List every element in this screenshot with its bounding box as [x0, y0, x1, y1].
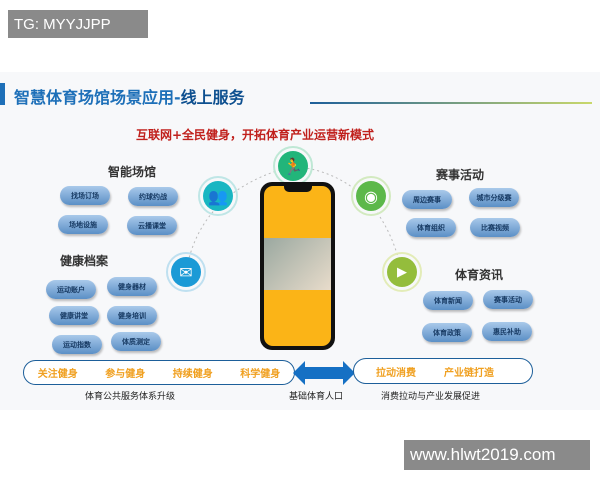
- slogan: 互联网+全民健身，开拓体育产业运营新模式: [136, 128, 375, 142]
- icon-ring: [198, 176, 238, 216]
- right-caption: 消费拉动与产业发展促进: [381, 392, 481, 402]
- play-icon: ▶: [387, 257, 417, 287]
- icon-ring: [382, 252, 422, 292]
- pill-events-3[interactable]: 体育组织: [406, 218, 456, 237]
- left-item-3: 持续健身: [172, 369, 213, 380]
- pill-events-4[interactable]: 比赛视频: [470, 218, 520, 237]
- section-title-news: 体育资讯: [455, 268, 504, 282]
- pill-venue-4[interactable]: 云播课堂: [127, 216, 177, 235]
- pill-news-2[interactable]: 赛事活动: [483, 290, 533, 309]
- public-service-bar: 关注健身 参与健身 持续健身 科学健身: [23, 360, 295, 385]
- left-item-2: 参与健身: [105, 369, 146, 380]
- phone-notch: [284, 186, 312, 192]
- user-group-icon: 👥: [203, 181, 233, 211]
- pill-news-4[interactable]: 惠民补助: [482, 322, 532, 341]
- phone-mockup: [260, 182, 335, 350]
- title-divider: [310, 102, 592, 104]
- section-title-health: 健康档案: [60, 254, 109, 268]
- pill-venue-1[interactable]: 找场订场: [60, 186, 110, 205]
- pill-events-1[interactable]: 周边赛事: [402, 190, 452, 209]
- title-accent-bar: [0, 83, 5, 105]
- double-arrow-icon: [293, 361, 355, 385]
- pill-venue-2[interactable]: 约球约战: [128, 187, 178, 206]
- phone-screen: [264, 186, 331, 346]
- pill-health-5[interactable]: 运动指数: [52, 335, 102, 354]
- right-item-1: 拉动消费: [376, 367, 416, 379]
- mail-icon: ✉: [171, 257, 201, 287]
- section-title-venue: 智能场馆: [108, 165, 157, 179]
- icon-ring: [351, 176, 391, 216]
- pill-venue-3[interactable]: 场地设施: [58, 215, 108, 234]
- pill-health-4[interactable]: 健身培训: [107, 306, 157, 325]
- section-title-events: 赛事活动: [436, 168, 485, 182]
- right-item-2: 产业链打造: [444, 367, 494, 379]
- icon-ring: [166, 252, 206, 292]
- consumption-bar: 拉动消费 产业链打造: [353, 358, 533, 384]
- title-main: 智慧体育场馆场景应用-: [14, 88, 181, 107]
- pill-health-2[interactable]: 健身器材: [107, 277, 157, 296]
- page-title: 智慧体育场馆场景应用-线上服务: [14, 84, 245, 108]
- pill-health-6[interactable]: 体质测定: [111, 332, 161, 351]
- pill-health-1[interactable]: 运动账户: [46, 280, 96, 299]
- left-item-1: 关注健身: [37, 369, 78, 380]
- left-caption: 体育公共服务体系升级: [85, 392, 176, 402]
- phone-photo: [264, 238, 331, 290]
- pill-news-1[interactable]: 体育新闻: [423, 291, 473, 310]
- pill-news-3[interactable]: 体育政策: [422, 323, 472, 342]
- watermark-bottom: www.hlwt2019.com: [404, 440, 590, 470]
- camera-icon: ◉: [356, 181, 386, 211]
- pill-events-2[interactable]: 城市分级赛: [469, 188, 519, 207]
- runner-icon: 🏃: [278, 151, 308, 181]
- watermark-top: TG: MYYJJPP: [8, 10, 148, 38]
- title-bold: 线上服务: [180, 88, 245, 107]
- pill-health-3[interactable]: 健康讲堂: [49, 306, 99, 325]
- center-caption: 基础体育人口: [289, 392, 344, 402]
- left-item-4: 科学健身: [240, 369, 281, 380]
